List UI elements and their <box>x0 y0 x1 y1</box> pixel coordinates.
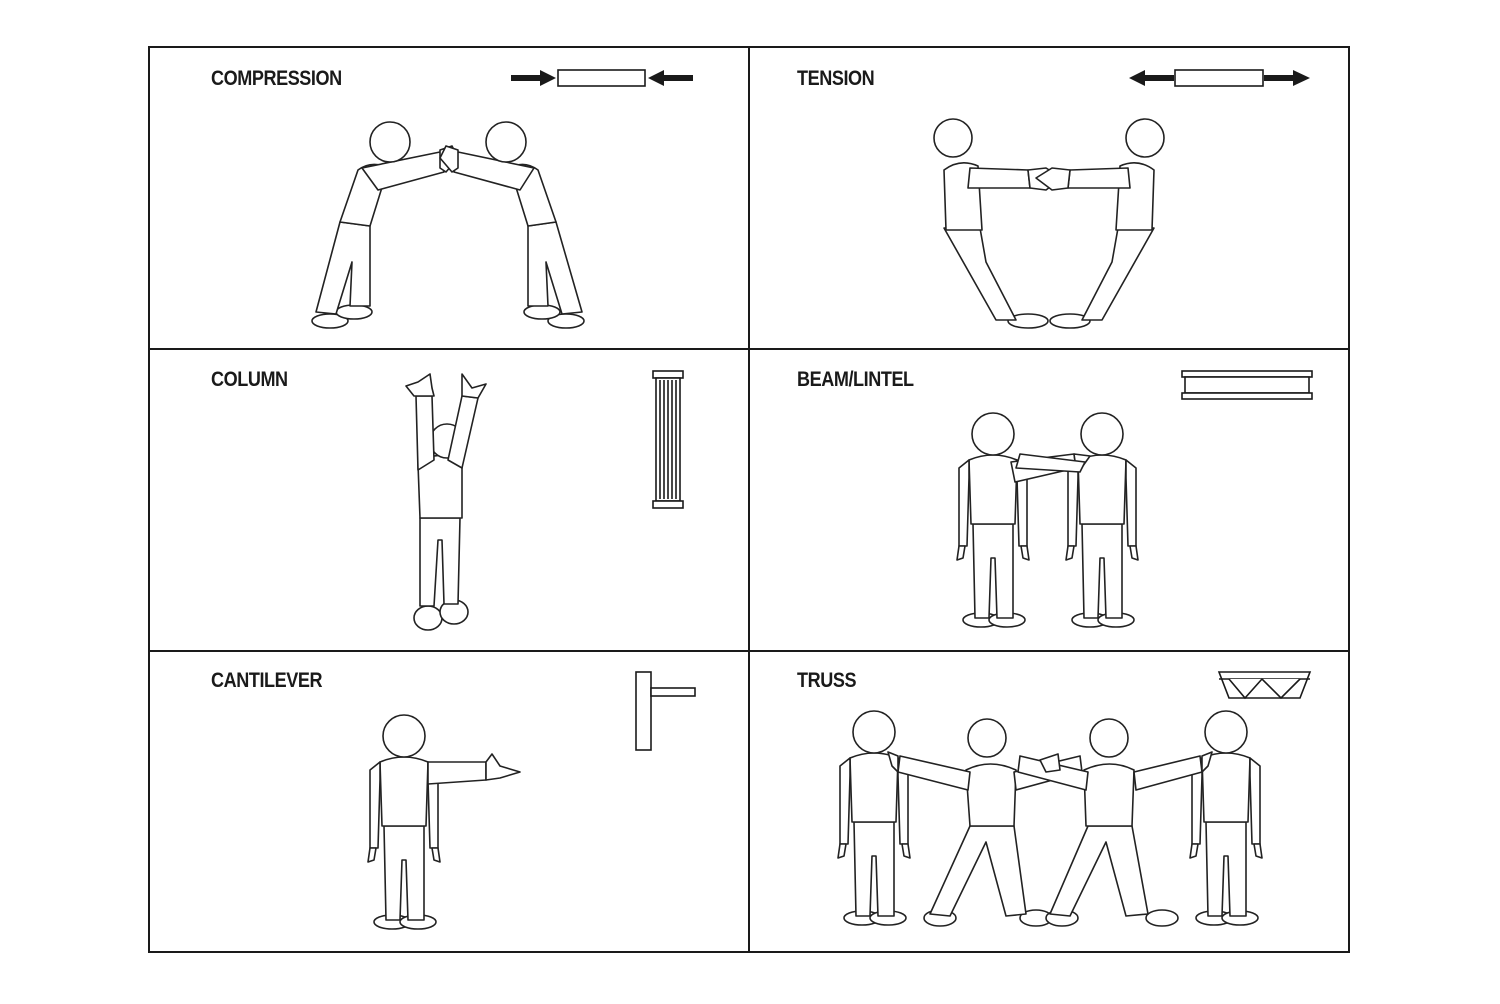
arrows-inward-bar-icon <box>511 69 693 87</box>
figure-truss-1 <box>837 710 911 926</box>
figure-compression-right <box>439 121 585 329</box>
figure-tension-left <box>933 118 1063 329</box>
panel-tension <box>933 69 1310 329</box>
column-icon <box>652 370 684 509</box>
title-compression: COMPRESSION <box>211 67 342 90</box>
title-tension: TENSION <box>797 67 875 90</box>
panel-truss <box>837 671 1312 927</box>
panel-column <box>405 370 684 631</box>
panel-compression <box>311 69 693 329</box>
panel-cantilever <box>367 671 696 930</box>
title-cantilever: CANTILEVER <box>211 669 323 692</box>
title-truss: TRUSS <box>797 669 857 692</box>
figure-tension-right <box>1035 118 1165 329</box>
title-column: COLUMN <box>211 368 288 391</box>
figure-compression-left <box>311 121 459 329</box>
cantilever-arm <box>427 753 521 785</box>
figure-cantilever <box>367 714 441 930</box>
truss-hands <box>887 751 1213 773</box>
figure-column <box>405 373 487 631</box>
figure-beam-right <box>1065 412 1139 628</box>
arrows-outward-bar-icon <box>1129 69 1310 87</box>
cantilever-icon <box>635 671 696 751</box>
beam-arms <box>1010 453 1091 483</box>
panel-beam <box>956 370 1313 628</box>
title-beam-lintel: BEAM/LINTEL <box>797 368 914 391</box>
figure-truss-4 <box>1189 710 1263 926</box>
panel-grid <box>148 46 1350 953</box>
figure-truss-2 <box>897 718 1083 927</box>
i-beam-icon <box>1181 370 1313 400</box>
truss-icon <box>1217 671 1312 700</box>
figure-truss-3 <box>1017 718 1203 927</box>
figure-beam-left <box>956 412 1030 628</box>
